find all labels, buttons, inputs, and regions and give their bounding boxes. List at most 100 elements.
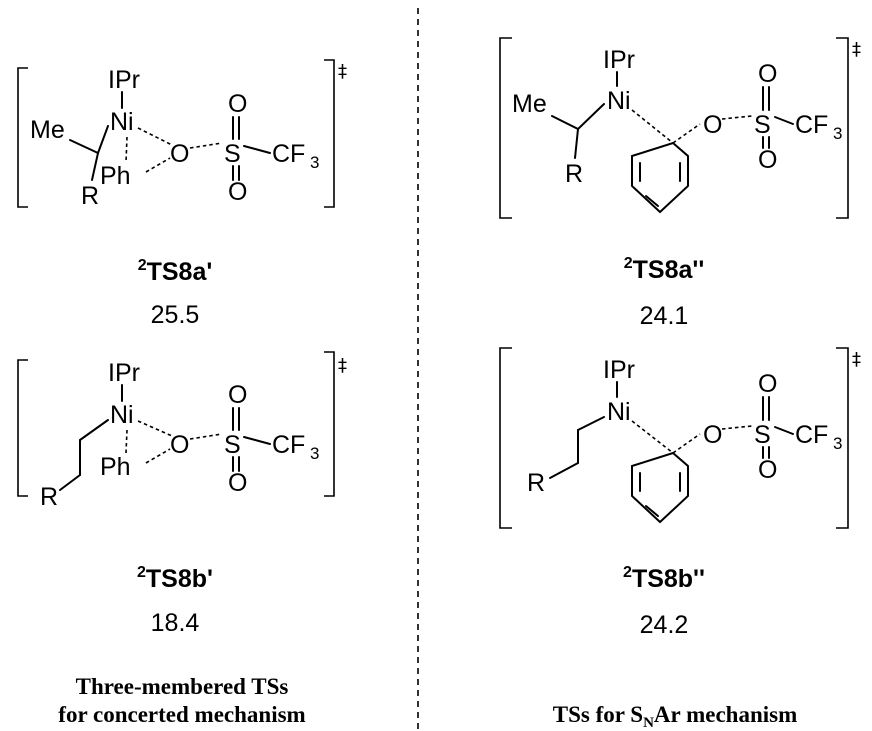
bond-c-r xyxy=(91,152,99,181)
dash-o-s xyxy=(189,433,223,440)
atom-ph: Ph xyxy=(100,453,131,481)
structure-ts8a-double-prime: ‡ IPr Ni Me R O S O O CF 3 xyxy=(499,37,861,219)
atom-o: O xyxy=(170,431,189,459)
bond-ni-ch2 xyxy=(577,416,605,431)
bond-me-c xyxy=(69,139,99,154)
bracket-left xyxy=(17,67,28,208)
label-ts8a-double-prime: 2TS8a'' xyxy=(624,255,705,284)
atom-o-bottom: O xyxy=(228,469,247,497)
bond-s-cf3 xyxy=(243,145,271,154)
bracket-right xyxy=(836,37,849,219)
structure-ts8b-double-prime: ‡ IPr Ni R O S O O CF 3 xyxy=(499,347,861,529)
energy-ts8a-prime: 25.5 xyxy=(151,301,200,329)
ring-double-bond-3 xyxy=(645,505,659,517)
bracket-right xyxy=(324,351,335,497)
phenyl-ring xyxy=(631,141,689,214)
bond-c-r xyxy=(574,128,579,159)
bracket-left xyxy=(499,37,512,219)
label-ts8a-prime: 2TS8a' xyxy=(138,257,213,286)
bond-s-cf3 xyxy=(774,116,794,125)
caption-right: TSs for SNAr mechanism xyxy=(553,702,797,731)
atom-me: Me xyxy=(30,116,65,144)
dagger-symbol: ‡ xyxy=(338,355,347,376)
atom-ipr: IPr xyxy=(603,46,635,74)
dash-ipso-o xyxy=(672,433,701,454)
atom-r: R xyxy=(565,160,583,188)
atom-o-top: O xyxy=(758,60,777,88)
bracket-right xyxy=(324,59,335,208)
bond-ni-ch2 xyxy=(79,419,109,441)
atom-o: O xyxy=(703,111,722,139)
bracket-right xyxy=(836,347,849,529)
caption-left-line1: Three-membered TSs xyxy=(76,674,289,699)
energy-ts8a-double-prime: 24.1 xyxy=(640,302,689,330)
subscript-3: 3 xyxy=(833,124,842,143)
bond-ch2-r xyxy=(549,462,579,479)
label-ts8b-prime: 2TS8b' xyxy=(137,564,213,593)
atom-s: S xyxy=(224,431,241,459)
dash-o-s xyxy=(721,425,753,430)
dash-ni-ph xyxy=(125,136,128,163)
structure-ts8b-prime: ‡ IPr Ni Ph R O S O O CF 3 xyxy=(17,351,347,511)
bond-s-cf3 xyxy=(243,436,271,445)
dash-ni-o xyxy=(137,420,173,437)
structure-ts8a-prime: ‡ IPr Ni Me R Ph O S O O CF 3 xyxy=(17,59,347,210)
atom-o-bottom: O xyxy=(758,456,777,484)
dash-ph-o xyxy=(145,448,171,464)
atom-o-bottom: O xyxy=(228,178,247,206)
atom-cf: CF xyxy=(795,421,828,449)
dash-ni-ipso xyxy=(631,109,674,144)
atom-cf: CF xyxy=(272,140,305,168)
dash-ipso-o xyxy=(672,123,701,144)
bond-me-c xyxy=(551,115,579,130)
atom-cf: CF xyxy=(272,431,305,459)
atom-ni: Ni xyxy=(607,398,631,426)
atom-ipr: IPr xyxy=(108,66,140,94)
phenyl-ring xyxy=(631,451,689,524)
bond-c-ni xyxy=(97,125,109,154)
atom-r: R xyxy=(81,182,99,210)
atom-o: O xyxy=(170,140,189,168)
caption-left-line2: for concerted mechanism xyxy=(58,702,305,727)
label-ts8b-double-prime: 2TS8b'' xyxy=(623,564,705,593)
atom-o-top: O xyxy=(228,381,247,409)
atom-ph: Ph xyxy=(100,162,131,190)
atom-o-top: O xyxy=(758,370,777,398)
atom-ipr: IPr xyxy=(603,356,635,384)
atom-o: O xyxy=(703,421,722,449)
ring-double-bond-3 xyxy=(645,195,659,207)
dash-o-s xyxy=(189,142,223,149)
atom-ni: Ni xyxy=(110,401,134,429)
atom-s: S xyxy=(754,421,771,449)
subscript-3: 3 xyxy=(310,153,319,172)
dagger-symbol: ‡ xyxy=(338,61,347,82)
atom-r: R xyxy=(40,483,58,511)
dash-ph-o xyxy=(145,157,171,173)
dagger-symbol: ‡ xyxy=(852,39,861,60)
bond-c-ni xyxy=(577,103,605,130)
atom-o-bottom: O xyxy=(758,146,777,174)
dash-ni-o xyxy=(137,127,173,146)
dash-ni-ph xyxy=(125,429,128,454)
energy-ts8b-prime: 18.4 xyxy=(151,609,200,637)
atom-ni: Ni xyxy=(110,108,134,136)
atom-o-top: O xyxy=(228,90,247,118)
atom-me: Me xyxy=(512,90,547,118)
atom-cf: CF xyxy=(795,111,828,139)
subscript-3: 3 xyxy=(833,434,842,453)
energy-ts8b-double-prime: 24.2 xyxy=(640,611,689,639)
atom-s: S xyxy=(754,111,771,139)
atom-s: S xyxy=(224,140,241,168)
bracket-left xyxy=(17,359,28,497)
dash-o-s xyxy=(721,115,753,120)
atom-r: R xyxy=(527,469,545,497)
atom-ni: Ni xyxy=(607,87,631,115)
bracket-left xyxy=(499,347,512,529)
dagger-symbol: ‡ xyxy=(852,349,861,370)
dash-ni-ipso xyxy=(631,420,674,454)
atom-ipr: IPr xyxy=(108,359,140,387)
bond-ch2-r xyxy=(59,474,81,491)
bond-s-cf3 xyxy=(774,426,794,435)
subscript-3: 3 xyxy=(310,444,319,463)
